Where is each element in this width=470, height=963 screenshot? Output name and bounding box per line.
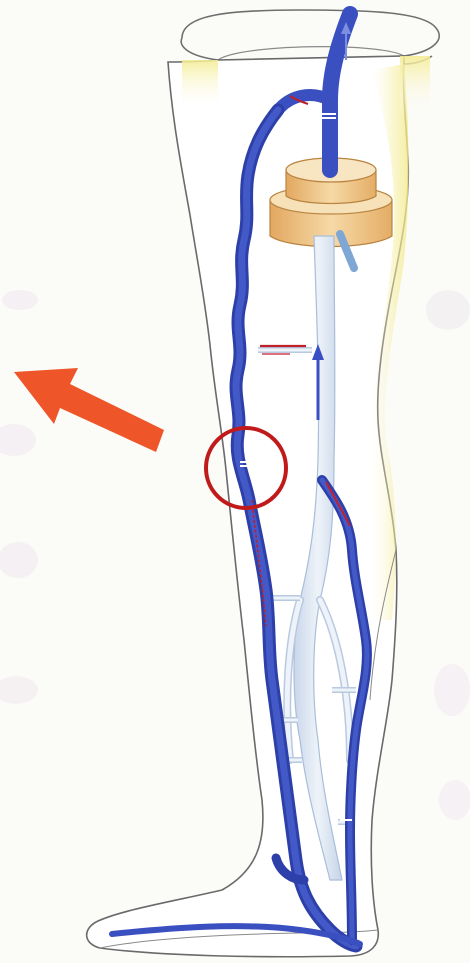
- leg-outline: [87, 10, 440, 957]
- arrow-icon: [14, 368, 164, 452]
